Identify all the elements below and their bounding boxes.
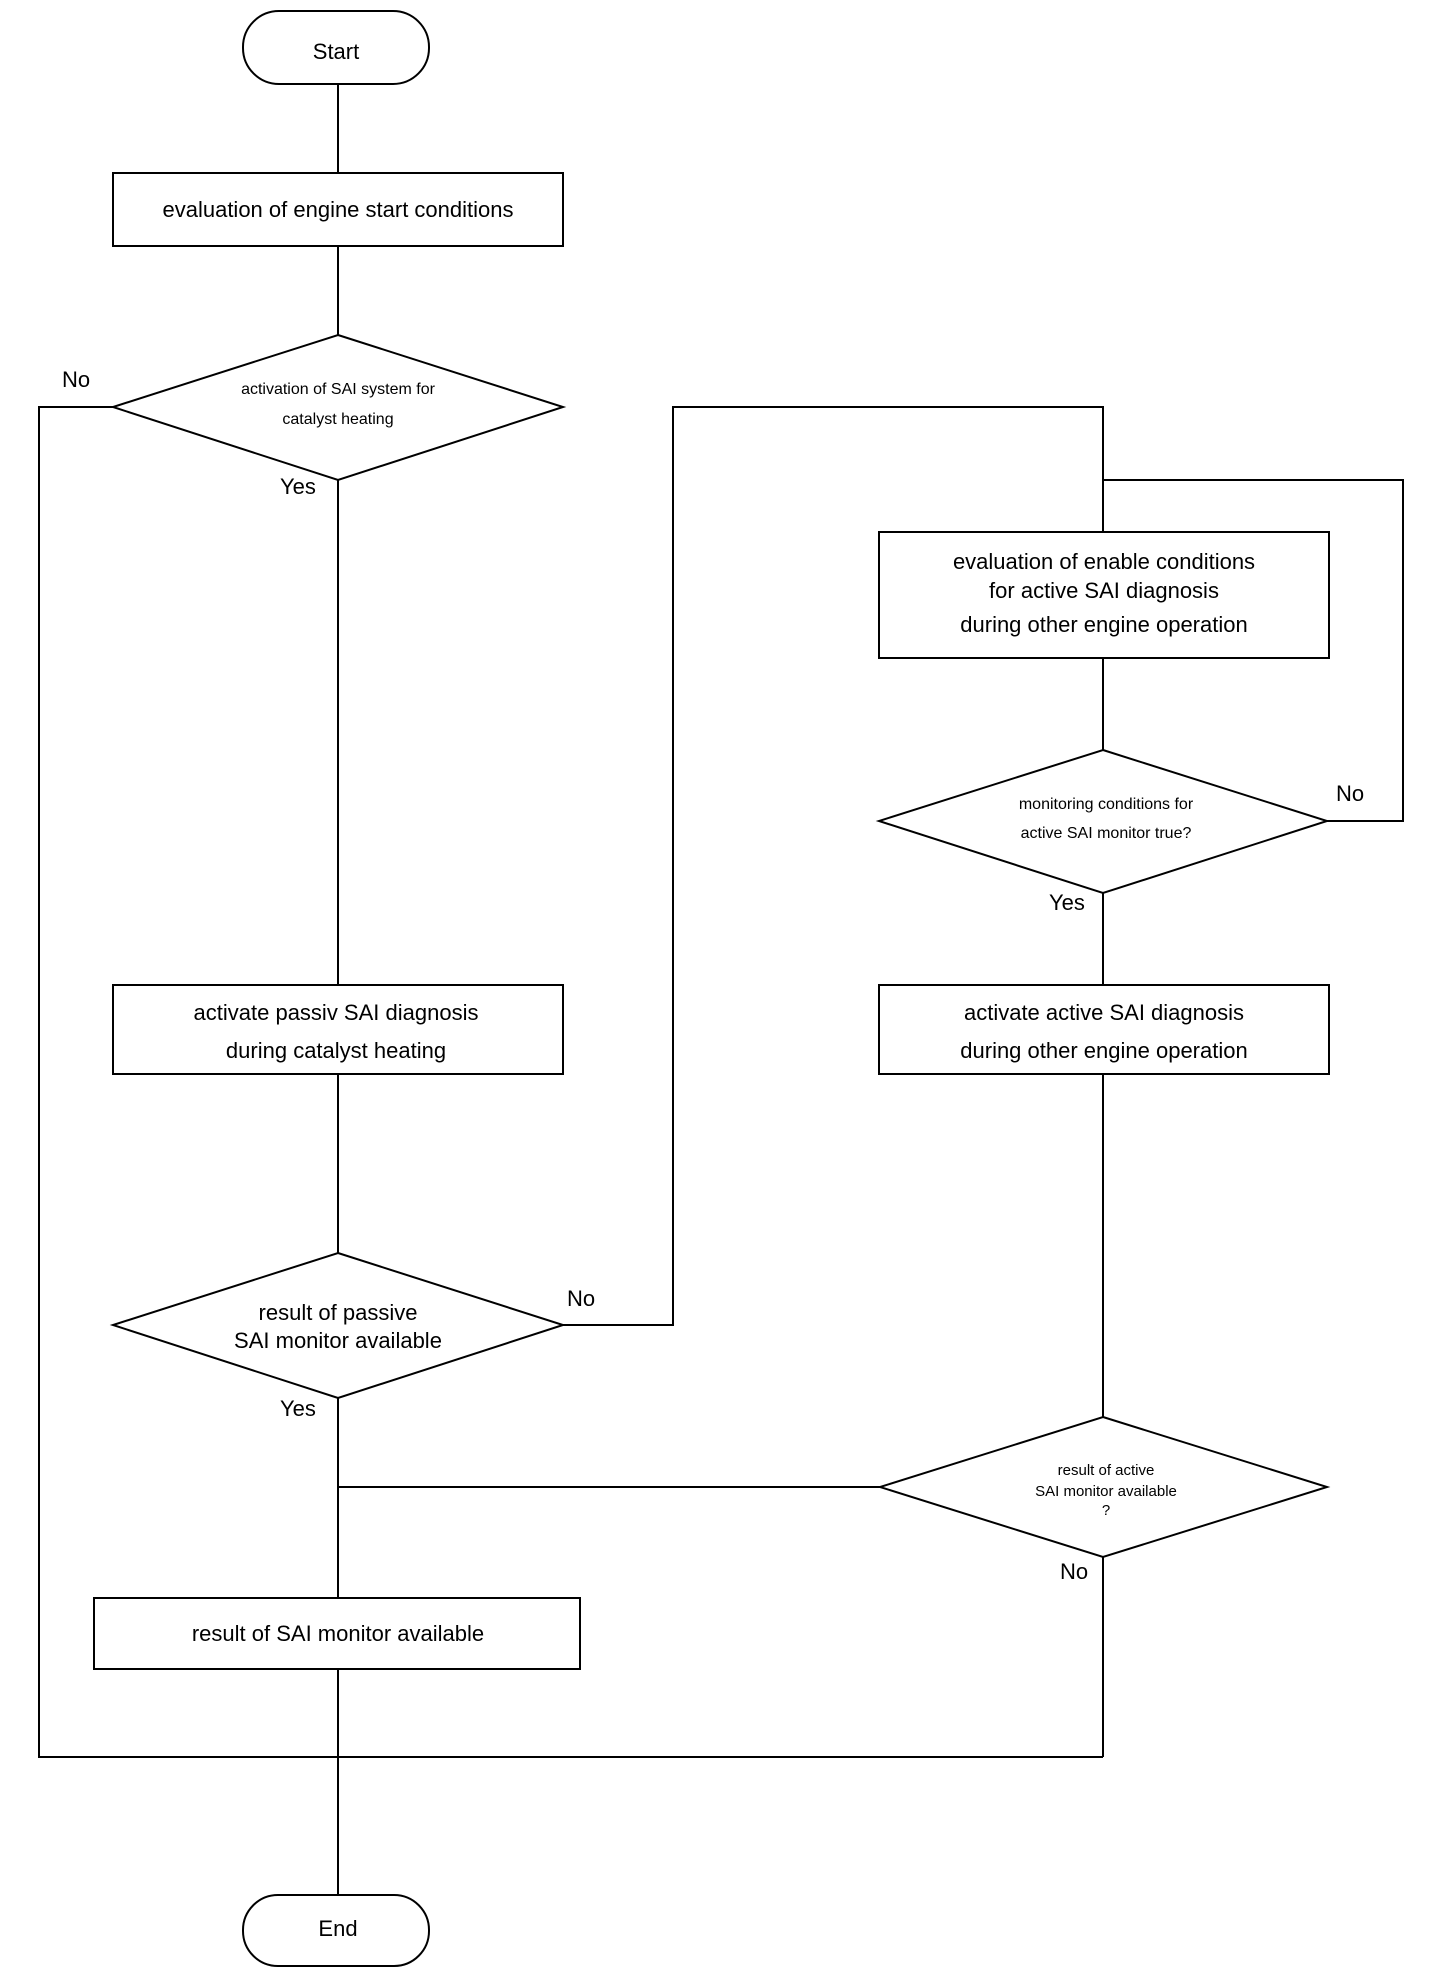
eval-enable-box: evaluation of enable conditions for acti…	[878, 531, 1330, 659]
decision-passive-result-line-1: result of passive	[259, 1300, 418, 1325]
label-activation-no: No	[62, 367, 90, 392]
decision-passive-result-line-2: SAI monitor available	[234, 1328, 442, 1353]
decision-monitoring-line-2: active SAI monitor true?	[1021, 825, 1192, 842]
eval-start-label: evaluation of engine start conditions	[162, 197, 513, 222]
eval-enable-line-3: during other engine operation	[960, 612, 1247, 637]
activate-active-line-2: during other engine operation	[960, 1038, 1247, 1063]
connector-passive-no-branch	[563, 406, 1104, 1326]
result-available-label: result of SAI monitor available	[192, 1621, 484, 1646]
branch-labels: No Yes No Yes No Yes No	[62, 367, 1364, 1584]
label-monitoring-yes: Yes	[1049, 890, 1085, 915]
activate-active-line-1: activate active SAI diagnosis	[964, 1000, 1244, 1025]
activate-passive-line-2: during catalyst heating	[226, 1038, 446, 1063]
decision-active-result-line-1: result of active	[1058, 1462, 1155, 1479]
decision-sai-activation-line-2: catalyst heating	[282, 411, 393, 428]
eval-enable-line-1: evaluation of enable conditions	[953, 549, 1255, 574]
result-available-box: result of SAI monitor available	[93, 1597, 581, 1670]
activate-passive-box: activate passiv SAI diagnosis during cat…	[112, 984, 564, 1075]
decision-sai-activation-line-1: activation of SAI system for	[241, 381, 436, 398]
end-terminal: End	[242, 1894, 430, 1967]
decision-active-result-line-3: ?	[1102, 1502, 1110, 1519]
start-label: Start	[313, 39, 359, 64]
label-activation-yes: Yes	[280, 474, 316, 499]
decision-monitoring-line-1: monitoring conditions for	[1019, 796, 1194, 813]
label-monitoring-no: No	[1336, 781, 1364, 806]
label-active-no: No	[1060, 1559, 1088, 1584]
decision-active-result-line-2: SAI monitor available	[1035, 1483, 1177, 1500]
decision-monitoring: monitoring conditions for active SAI mon…	[875, 748, 1331, 895]
connector-activation-no-branch	[38, 406, 1103, 1758]
activate-passive-line-1: activate passiv SAI diagnosis	[194, 1000, 479, 1025]
decision-active-result: result of active SAI monitor available ?	[876, 1415, 1331, 1559]
connectors	[38, 84, 1404, 1895]
decision-sai-activation: activation of SAI system for catalyst he…	[109, 333, 567, 482]
end-label: End	[318, 1916, 357, 1941]
activate-active-box: activate active SAI diagnosis during oth…	[878, 984, 1330, 1075]
label-passive-yes: Yes	[280, 1396, 316, 1421]
start-terminal: Start	[242, 10, 430, 85]
eval-start-box: evaluation of engine start conditions	[112, 172, 564, 247]
connector-monitoring-no-loop	[1103, 479, 1404, 822]
decision-passive-result: result of passive SAI monitor available	[109, 1251, 567, 1400]
label-passive-no: No	[567, 1286, 595, 1311]
eval-enable-line-2: for active SAI diagnosis	[989, 578, 1219, 603]
